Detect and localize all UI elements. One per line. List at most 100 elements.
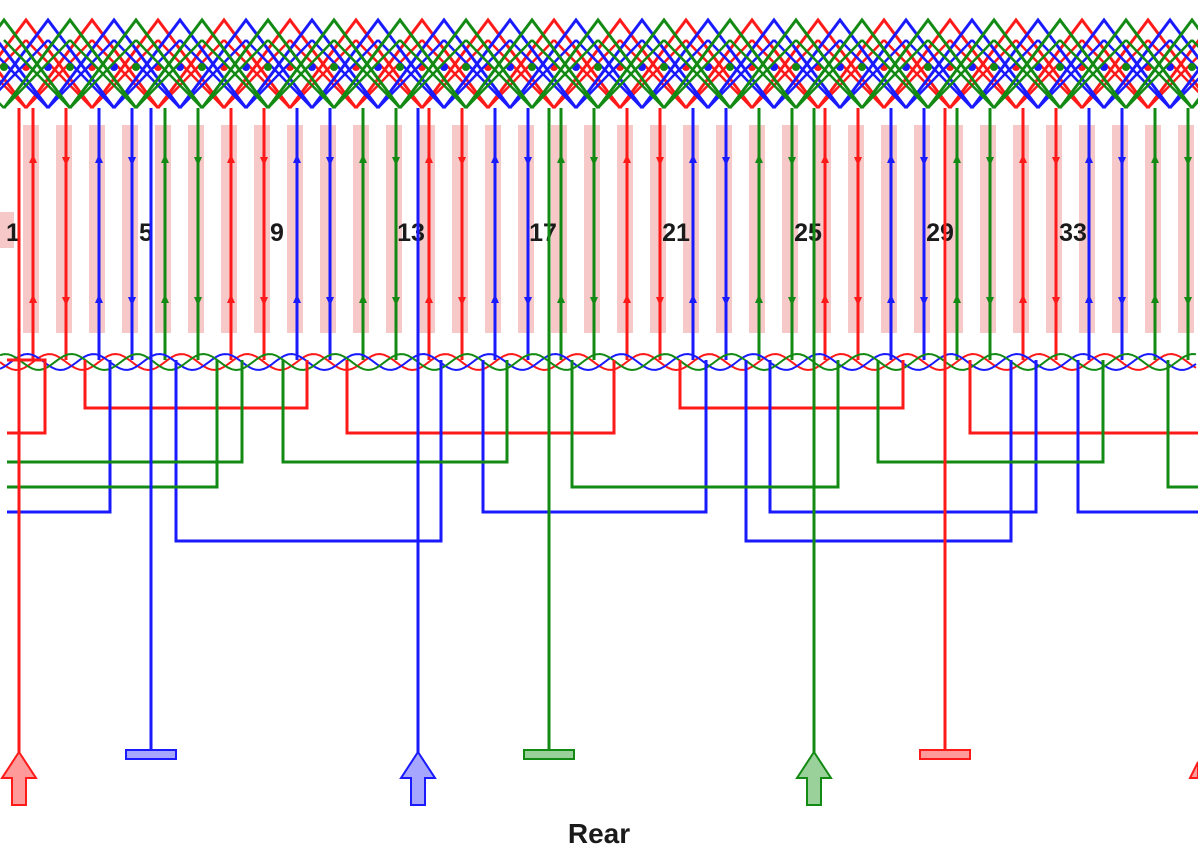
slot-number: 17 [529,219,557,247]
crossing-dot [66,63,74,71]
direction-arrow [689,154,697,163]
direction-arrow [425,154,433,163]
end-turn [1168,68,1198,109]
end-turn [266,17,402,109]
direction-arrow [821,154,829,163]
coil-sides [29,108,1192,360]
end-turn [0,17,72,109]
end-wave [0,352,1197,372]
direction-arrow [722,297,730,306]
direction-arrow [359,294,367,303]
connection-wire [7,358,47,435]
direction-arrow [590,157,598,166]
stator-slot [551,125,567,333]
slot-number: 9 [270,219,284,247]
end-turn [992,17,1128,109]
view-label: Rear [567,818,631,849]
end-turn [860,17,996,109]
direction-arrow [1184,297,1192,306]
slot-number: 1 [6,219,20,247]
stator-slot [848,125,864,333]
direction-arrow [1184,157,1192,166]
stator-slot [584,125,600,333]
direction-arrow [788,157,796,166]
connection-wire [678,360,905,410]
stator-slot [815,125,831,333]
crossing-dot [1056,63,1064,71]
crossing-dot [396,63,404,71]
direction-arrow [524,297,532,306]
direction-arrow [986,297,994,306]
direction-arrow [128,297,136,306]
stator-slot [1178,125,1194,333]
direction-arrow [62,157,70,166]
stator-slot [1013,125,1029,333]
stator-slots [0,125,1194,333]
end-turn [662,17,798,109]
rear-end-connections [0,352,1197,372]
stator-slot [980,125,996,333]
end-turn [134,17,270,109]
stator-slot [353,125,369,333]
phase-leads [0,108,1198,806]
direction-arrow [557,154,565,163]
crossing-dot [660,63,668,71]
stator-slot [221,125,237,333]
direction-arrow [227,154,235,163]
stator-slot [749,125,765,333]
direction-arrow [1019,294,1027,303]
direction-arrow [1118,297,1126,306]
direction-arrow [887,294,895,303]
direction-arrow [656,157,664,166]
direction-arrow [722,157,730,166]
crossing-dot [924,63,932,71]
end-turn [200,17,336,109]
direction-arrow [788,297,796,306]
end-turn [1102,17,1198,109]
crossing-dot [330,63,338,71]
connection-wire [968,360,1198,435]
direction-arrow [557,294,565,303]
direction-arrow [260,297,268,306]
direction-arrow [128,157,136,166]
direction-arrow [920,297,928,306]
direction-arrow [293,154,301,163]
stator-slot [56,125,72,333]
slot-number: 21 [662,219,690,247]
direction-arrow [590,297,598,306]
end-turn [2,17,138,109]
end-turn [332,17,468,109]
direction-arrow [1151,294,1159,303]
crossing-dot [726,63,734,71]
direction-arrow [623,154,631,163]
direction-arrow [392,157,400,166]
connection-wire [7,360,112,514]
end-turn [926,17,1062,109]
connection-wire [570,360,840,489]
direction-arrow [854,157,862,166]
stator-slot [947,125,963,333]
direction-arrow [953,154,961,163]
stator-slot [683,125,699,333]
stator-slot [0,212,14,248]
stator-slot [782,125,798,333]
slot-number: 25 [794,219,822,247]
direction-arrow [689,294,697,303]
stator-slot [155,125,171,333]
direction-arrow [425,294,433,303]
direction-arrow [887,154,895,163]
connection-wire [7,360,244,464]
stator-slot [23,125,39,333]
terminal-bar-icon [125,749,177,760]
direction-arrow [953,294,961,303]
direction-arrow [755,154,763,163]
stator-slot [650,125,666,333]
direction-arrow [161,294,169,303]
direction-arrow [29,294,37,303]
connection-wire [744,360,1013,543]
end-turn [398,17,534,109]
direction-arrow [1019,154,1027,163]
direction-arrow [755,294,763,303]
crossing-dot [528,63,536,71]
crossing-dot [1188,63,1196,71]
